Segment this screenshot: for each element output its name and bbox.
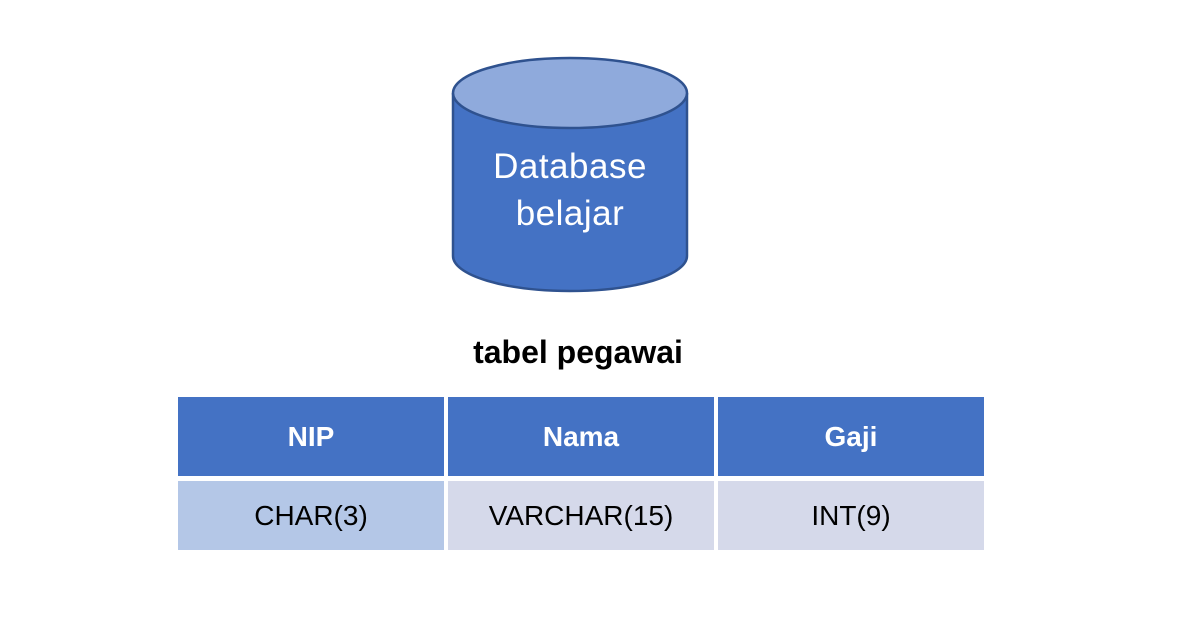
database-shape: Database belajar [450,53,690,298]
column-header-nama: Nama [448,397,714,476]
cell-nama-type: VARCHAR(15) [448,481,714,550]
database-cylinder-icon [451,56,689,293]
database-label-line2: belajar [515,194,625,233]
database-label: Database belajar [450,143,690,237]
table-title: tabel pegawai [473,334,683,370]
cell-nip-type: CHAR(3) [178,481,444,550]
column-header-nip: NIP [178,397,444,476]
schema-table: NIP Nama Gaji CHAR(3) VARCHAR(15) INT(9) [178,397,984,550]
cell-gaji-type: INT(9) [718,481,984,550]
column-header-gaji: Gaji [718,397,984,476]
database-label-line1: Database [493,147,647,186]
